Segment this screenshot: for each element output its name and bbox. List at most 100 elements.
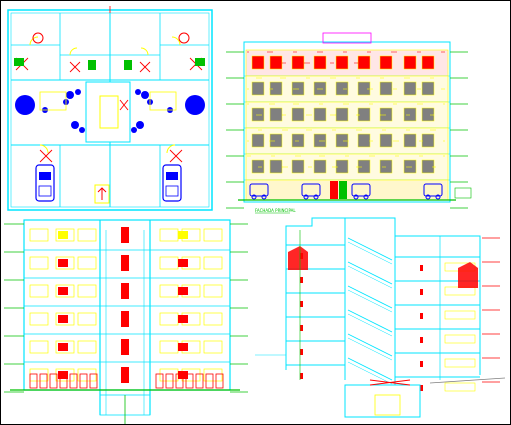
side-ground-arch xyxy=(69,373,78,389)
front-stipple xyxy=(334,129,336,131)
plan-stair-core xyxy=(85,81,131,143)
plan-fixture-circle xyxy=(32,32,44,44)
side-window-frame xyxy=(55,256,75,270)
front-stipple xyxy=(330,77,332,79)
plan-entrance-arrow xyxy=(97,187,107,200)
front-stipple xyxy=(260,77,262,79)
front-stipple xyxy=(371,88,373,90)
car-icon xyxy=(249,183,443,200)
front-stipple xyxy=(319,88,321,90)
plan-furniture xyxy=(14,58,24,66)
side-frame xyxy=(23,219,231,391)
front-stipple xyxy=(408,166,410,168)
front-parapet xyxy=(322,32,372,44)
front-stipple xyxy=(260,166,262,168)
front-stipple xyxy=(256,77,258,79)
front-stipple xyxy=(282,62,284,64)
front-stipple xyxy=(408,114,410,116)
side-window-pane xyxy=(178,315,188,323)
plan-door-swing xyxy=(166,144,176,154)
front-stipple xyxy=(306,77,308,79)
section-window xyxy=(444,382,476,392)
front-stipple xyxy=(404,77,406,79)
section-door xyxy=(420,289,423,295)
front-stipple xyxy=(395,51,397,53)
front-stipple xyxy=(443,51,445,53)
section-stair-flight xyxy=(347,261,393,285)
front-stipple xyxy=(406,62,408,64)
front-stipple xyxy=(321,140,323,142)
front-stipple xyxy=(247,140,249,142)
front-stipple xyxy=(293,51,295,53)
front-stipple xyxy=(408,129,410,131)
side-window-frame xyxy=(77,284,97,298)
side-elevation-view xyxy=(4,219,248,425)
front-window xyxy=(379,133,393,148)
plan-door-swing xyxy=(39,144,49,154)
front-stipple xyxy=(284,129,286,131)
front-stipple xyxy=(382,77,384,79)
side-window-frame xyxy=(55,228,75,242)
front-window xyxy=(291,159,305,174)
front-stipple xyxy=(371,140,373,142)
side-window-frame xyxy=(77,312,97,326)
section-window xyxy=(444,334,476,344)
side-window-frame xyxy=(29,256,49,270)
front-stipple xyxy=(319,51,321,53)
side-window-frame xyxy=(55,284,75,298)
front-stipple xyxy=(369,88,371,90)
front-stipple xyxy=(273,140,275,142)
front-stipple xyxy=(336,166,338,168)
car-icon xyxy=(35,164,55,202)
front-stipple xyxy=(332,129,334,131)
front-stipple xyxy=(260,129,262,131)
side-window-frame xyxy=(29,340,49,354)
front-window xyxy=(251,107,265,122)
front-stipple xyxy=(441,88,443,90)
front-stipple xyxy=(304,62,306,64)
side-ground-arch xyxy=(155,373,164,389)
front-window xyxy=(313,159,327,174)
side-window-frame xyxy=(55,368,75,382)
front-window xyxy=(357,55,371,70)
front-stipple xyxy=(395,103,397,105)
front-frame xyxy=(243,41,451,203)
front-stipple xyxy=(430,62,432,64)
front-stipple xyxy=(432,129,434,131)
front-stipple xyxy=(395,88,397,90)
front-stipple xyxy=(430,77,432,79)
front-window xyxy=(291,55,305,70)
side-core-window xyxy=(121,367,129,383)
section-cross-brace xyxy=(369,379,411,386)
side-window-pane xyxy=(178,259,188,267)
section-stair-flight xyxy=(347,289,393,313)
front-stipple xyxy=(384,129,386,131)
section-door xyxy=(300,349,303,355)
front-stipple xyxy=(321,51,323,53)
side-window-frame xyxy=(159,256,179,270)
side-window-frame xyxy=(203,256,223,270)
front-stipple xyxy=(358,129,360,131)
side-window-pane xyxy=(58,231,68,239)
front-stipple xyxy=(284,77,286,79)
front-window xyxy=(335,159,349,174)
side-window-frame xyxy=(159,284,179,298)
front-stipple xyxy=(382,166,384,168)
front-stipple xyxy=(356,166,358,168)
front-stipple xyxy=(319,155,321,157)
front-stipple xyxy=(258,129,260,131)
front-stipple xyxy=(282,114,284,116)
front-stipple xyxy=(258,77,260,79)
front-stipple xyxy=(345,51,347,53)
front-stipple xyxy=(347,155,349,157)
side-window-frame xyxy=(159,228,179,242)
front-stipple xyxy=(297,88,299,90)
front-stipple xyxy=(397,140,399,142)
section-door xyxy=(420,361,423,367)
front-window xyxy=(379,107,393,122)
front-stipple xyxy=(406,77,408,79)
side-window-pane xyxy=(58,315,68,323)
front-stipple xyxy=(299,155,301,157)
side-window-frame xyxy=(159,340,179,354)
side-ground-arch xyxy=(205,373,214,389)
